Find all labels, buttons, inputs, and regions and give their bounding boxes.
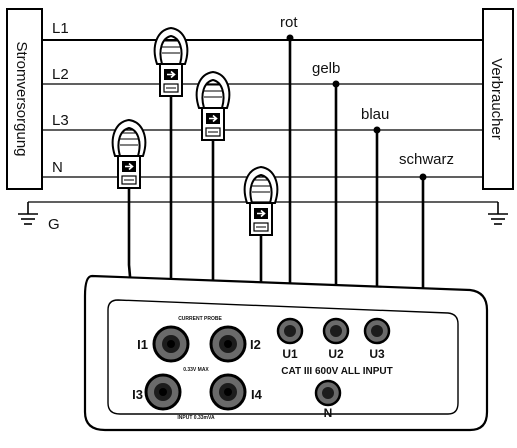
jack-n[interactable] (314, 379, 342, 407)
jack-i3-label: I3 (132, 387, 143, 402)
current-clamp-l1 (153, 27, 189, 97)
meter-panel (107, 299, 459, 415)
jack-u2[interactable] (322, 317, 350, 345)
meter-body (83, 274, 489, 432)
jack-i2[interactable] (209, 325, 247, 363)
label-blau: blau (361, 106, 389, 123)
jack-i3[interactable] (144, 373, 182, 411)
label-l3: L3 (52, 112, 69, 129)
junction-rot (286, 34, 294, 42)
label-schwarz: schwarz (399, 151, 454, 168)
jack-i1-label: I1 (137, 337, 148, 352)
jack-i4[interactable] (209, 373, 247, 411)
label-l2: L2 (52, 66, 69, 83)
meter-cat-label: CAT III 600V ALL INPUT (281, 366, 393, 377)
power-supply-box (6, 8, 43, 190)
jack-n-label: N (324, 406, 333, 420)
junction-blau (373, 126, 381, 134)
jack-i4-label: I4 (251, 387, 263, 402)
junction-gelb (332, 80, 340, 88)
meter-current-probe-label: CURRENT PROBE (178, 316, 222, 322)
label-gelb: gelb (312, 60, 340, 77)
jack-u3-label: U3 (369, 347, 385, 361)
label-g: G (48, 216, 60, 233)
jack-u3[interactable] (363, 317, 391, 345)
label-rot: rot (280, 14, 298, 31)
jack-u1[interactable] (276, 317, 304, 345)
consumer-label: Verbraucher (488, 58, 505, 140)
current-clamp-l2 (195, 71, 231, 141)
junction-schwarz (419, 173, 427, 181)
consumer-box (482, 8, 514, 190)
jack-u1-label: U1 (282, 347, 298, 361)
label-l1: L1 (52, 20, 69, 37)
ground-symbol-right (488, 202, 508, 225)
ground-symbol-left (18, 202, 38, 225)
power-supply-label: Stromversorgung (13, 41, 30, 156)
jack-u2-label: U2 (328, 347, 344, 361)
meter-max-label: 0.33V MAX (183, 367, 209, 373)
jack-i2-label: I2 (250, 337, 261, 352)
meter-input-label: INPUT 0.33mVA (177, 415, 215, 421)
jack-i1[interactable] (152, 325, 190, 363)
label-n: N (52, 159, 63, 176)
